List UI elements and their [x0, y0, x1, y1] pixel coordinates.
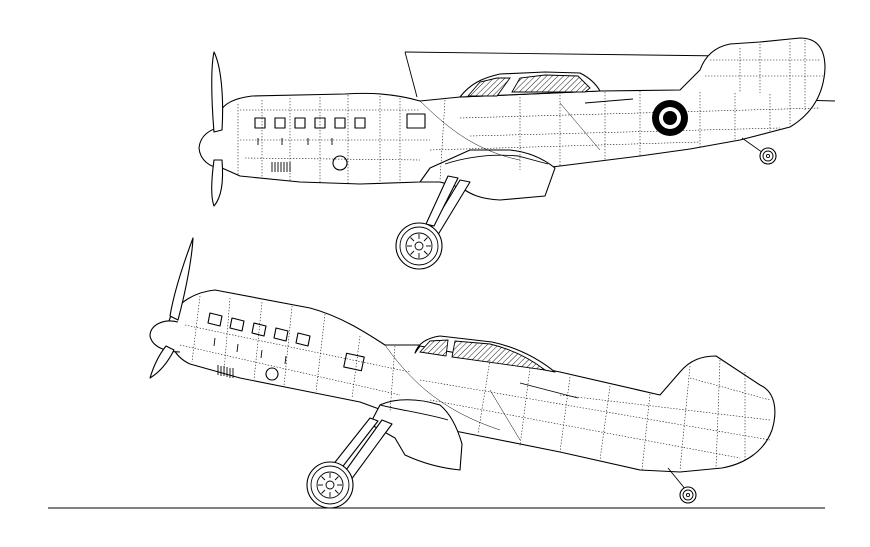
exhaust-stacks: [254, 117, 366, 129]
main-gear-door: [425, 175, 459, 227]
propeller-blade-upper: [169, 237, 194, 321]
wing-leading-edge: [379, 404, 449, 421]
access-hatch: [406, 113, 426, 129]
aircraft-side-view-ground: [48, 237, 825, 509]
canopy-glazing-rear: [511, 74, 591, 93]
canopy-glazing-rear: [451, 340, 547, 371]
canopy-glazing: [467, 77, 511, 97]
tail-gear-strut: [667, 467, 687, 491]
cowling-vents: [213, 337, 287, 365]
access-hatch: [343, 352, 365, 372]
wing-leading-edge: [444, 154, 549, 165]
propeller-blade-upper: [211, 51, 224, 133]
tail-wheel: [759, 147, 777, 165]
panel-lines: [179, 295, 771, 471]
aerial-wire: [404, 51, 727, 57]
propeller-spinner: [198, 127, 223, 169]
fuselage: [167, 289, 776, 473]
fuselage: [217, 37, 826, 185]
roundel-insignia: [652, 100, 688, 136]
propeller-blade-lower: [211, 159, 224, 207]
propeller-blade-lower: [149, 345, 175, 379]
canopy-glazing: [419, 339, 449, 357]
main-wheel: [395, 222, 443, 270]
aircraft-side-view-level: [198, 37, 836, 270]
gun-trough: [584, 98, 634, 104]
oil-cooler-port: [265, 367, 279, 381]
panel-lines: [237, 40, 823, 184]
cowling-vents: [257, 138, 333, 145]
supercharger-intake: [271, 162, 291, 172]
gun-trough: [519, 382, 579, 399]
tail-wheel: [679, 486, 697, 504]
wing-fillet: [419, 149, 556, 201]
main-wheel: [306, 461, 354, 509]
oil-cooler-port: [332, 155, 348, 171]
radio-mast: [404, 51, 418, 98]
